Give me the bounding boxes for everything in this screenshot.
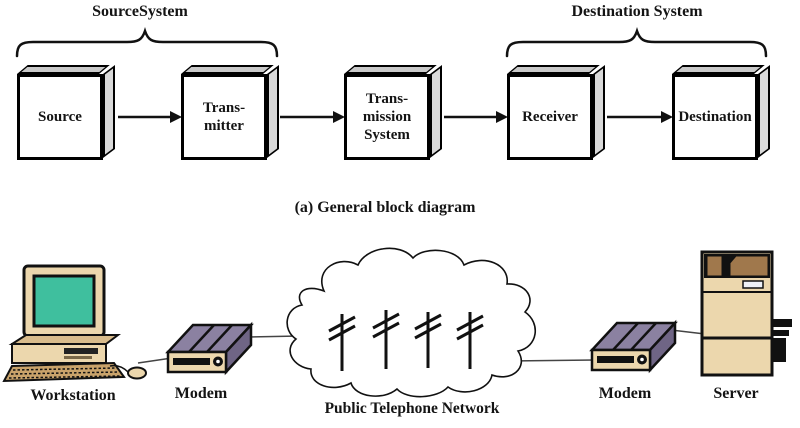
server-top-module bbox=[706, 255, 723, 277]
server-port-block bbox=[770, 338, 786, 362]
flow-arrows bbox=[118, 111, 673, 123]
network-label: Public Telephone Network bbox=[324, 400, 500, 417]
monitor-screen bbox=[32, 274, 96, 328]
modem-right-icon bbox=[589, 319, 678, 374]
source-system-brace-icon bbox=[15, 27, 279, 58]
telephone-pole-icon bbox=[414, 312, 442, 368]
telephone-pole-icon bbox=[456, 312, 484, 369]
block-transmission-system-label: Trans- mission System bbox=[344, 74, 430, 160]
destination-system-label: Destination System bbox=[571, 3, 703, 20]
telephone-pole-icon bbox=[328, 314, 356, 371]
floppy-slot bbox=[64, 356, 92, 359]
modem-right-label: Modem bbox=[598, 385, 652, 402]
arrowhead-icon bbox=[333, 111, 345, 123]
telephone-pole-icon bbox=[372, 310, 400, 369]
telephone-network-cloud-icon bbox=[286, 247, 536, 398]
keyboard bbox=[2, 361, 126, 383]
server-display bbox=[742, 280, 764, 289]
block-source-label: Source bbox=[17, 74, 103, 160]
mouse-cable bbox=[109, 364, 129, 373]
drive-bay bbox=[64, 348, 98, 354]
server-port-tab bbox=[770, 330, 789, 336]
modem-slot bbox=[173, 358, 210, 365]
modem-slot bbox=[597, 356, 634, 363]
modem-knob-dot bbox=[216, 359, 220, 364]
source-system-label: SourceSystem bbox=[92, 3, 188, 20]
block-destination: Destination bbox=[672, 74, 758, 160]
block-destination-label: Destination bbox=[672, 74, 758, 160]
modem-left-label: Modem bbox=[174, 385, 228, 402]
server-top-module bbox=[729, 255, 769, 277]
keyboard-keys-row bbox=[10, 371, 120, 375]
modem-left-icon bbox=[165, 321, 254, 376]
diagram-caption: (a) General block diagram bbox=[294, 199, 476, 216]
workstation-icon bbox=[2, 264, 147, 383]
modem-top-stripe bbox=[188, 324, 215, 353]
block-transmitter: Trans- mitter bbox=[181, 74, 267, 160]
block-transmission-system: Trans- mission System bbox=[344, 74, 430, 160]
modem-top-stripe bbox=[630, 322, 657, 351]
block-transmitter-label: Trans- mitter bbox=[181, 74, 267, 160]
modem-knob-dot bbox=[640, 357, 644, 362]
mouse bbox=[127, 366, 147, 380]
server-icon bbox=[700, 250, 792, 377]
workstation-label: Workstation bbox=[30, 387, 116, 404]
arrowhead-icon bbox=[661, 111, 673, 123]
server-label: Server bbox=[713, 385, 759, 402]
cloud-outline bbox=[286, 247, 536, 398]
modem-top-stripe bbox=[206, 324, 233, 353]
keyboard-keys-row bbox=[8, 375, 122, 379]
arrowhead-icon bbox=[496, 111, 508, 123]
wire-modem-server bbox=[670, 329, 706, 335]
modem-top-stripe bbox=[612, 322, 639, 351]
keyboard-keys-row bbox=[12, 367, 118, 371]
block-source: Source bbox=[17, 74, 103, 160]
destination-system-brace-icon bbox=[505, 27, 768, 58]
block-receiver: Receiver bbox=[507, 74, 593, 160]
server-port-tab bbox=[770, 319, 792, 327]
wire-workstation-modem bbox=[137, 357, 173, 364]
arrowhead-icon bbox=[170, 111, 182, 123]
wire-modem-cloud bbox=[247, 335, 301, 338]
block-receiver-label: Receiver bbox=[507, 74, 593, 160]
case-top bbox=[8, 334, 121, 345]
